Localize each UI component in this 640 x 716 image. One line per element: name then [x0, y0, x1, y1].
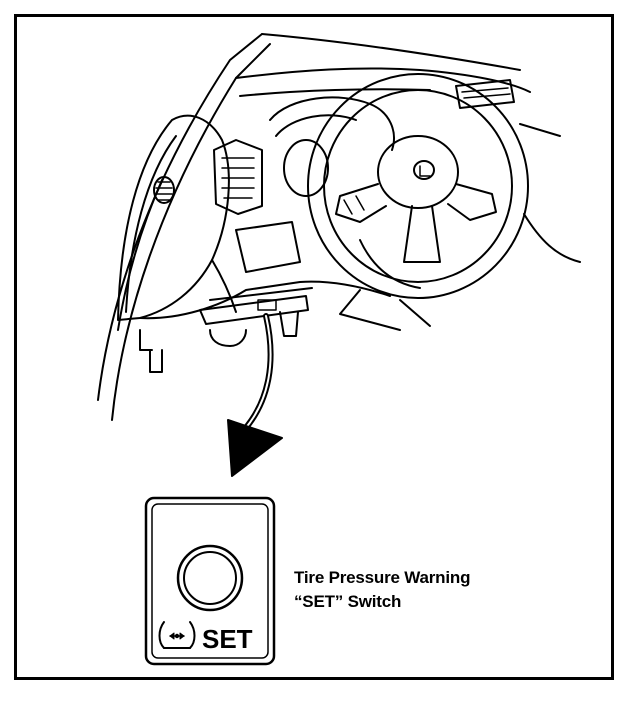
- lower-parts: [139, 311, 299, 373]
- tire-pressure-warning-icon: [158, 621, 196, 649]
- air-vent: [213, 139, 263, 215]
- set-label: SET: [202, 624, 253, 654]
- callout-label: Tire Pressure Warning “SET” Switch: [294, 566, 470, 614]
- side-panel: [117, 114, 237, 321]
- instrument-cluster: [269, 96, 395, 197]
- location-arrow: [227, 313, 283, 477]
- center-vent: [455, 79, 581, 263]
- callout-line-1: Tire Pressure Warning: [294, 568, 471, 587]
- a-pillar-lines: [97, 33, 271, 421]
- speaker-grille: [153, 176, 175, 204]
- set-switch-button[interactable]: [176, 544, 244, 612]
- set-switch-panel: [144, 496, 276, 666]
- callout-line-2: “SET” Switch: [294, 592, 402, 611]
- steering-column: [339, 289, 431, 331]
- lower-dash: [139, 221, 391, 325]
- steering-wheel: [307, 73, 529, 299]
- dashboard-top: [235, 33, 531, 97]
- diagram-frame: [14, 14, 614, 680]
